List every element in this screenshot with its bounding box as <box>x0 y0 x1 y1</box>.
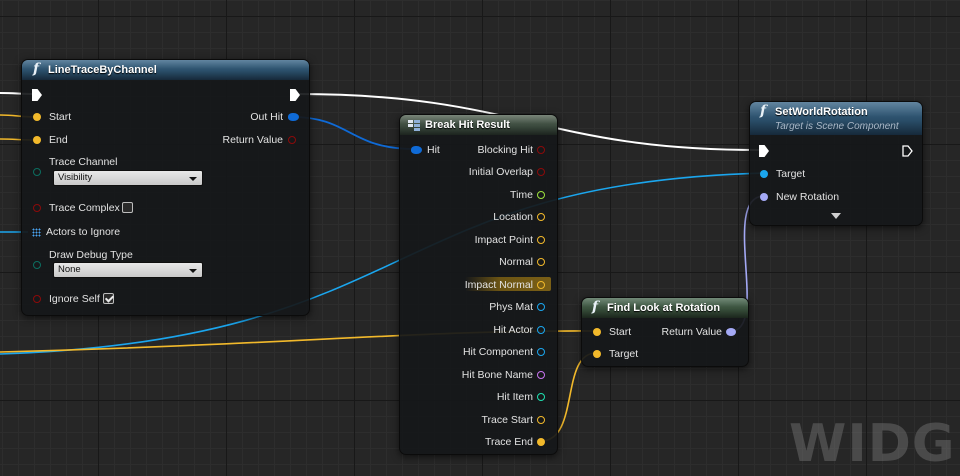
target-pin[interactable] <box>760 170 768 178</box>
normal-label: Normal <box>499 256 533 268</box>
ignore-self-checkbox[interactable] <box>103 293 114 304</box>
hit-item-label: Hit Item <box>496 391 533 403</box>
trace-complex-checkbox[interactable] <box>122 202 133 213</box>
node-subtitle: Target is Scene Component <box>775 121 899 132</box>
trace-start-label: Trace Start <box>481 414 533 426</box>
trace-complex-pin[interactable] <box>33 204 41 212</box>
set-world-rotation-node[interactable]: f SetWorldRotation Target is Scene Compo… <box>749 101 923 226</box>
impact-normal-highlight <box>465 277 551 291</box>
trace-complex-label: Trace Complex <box>49 202 120 214</box>
exec-in-pin[interactable] <box>32 89 42 101</box>
normal-pin[interactable] <box>537 258 545 266</box>
initial-overlap-pin[interactable] <box>537 168 545 176</box>
dropdown-arrow-icon <box>189 177 197 181</box>
impact-point-pin[interactable] <box>537 236 545 244</box>
target-pin[interactable] <box>593 350 601 358</box>
return-value-label: Return Value <box>661 326 722 338</box>
target-label: Target <box>609 348 639 360</box>
trace-end-label: Trace End <box>484 436 533 448</box>
ignore-self-pin[interactable] <box>33 295 41 303</box>
function-icon: f <box>760 103 767 119</box>
time-pin[interactable] <box>537 191 545 199</box>
phys-mat-label: Phys Mat <box>489 301 533 313</box>
phys-mat-pin[interactable] <box>537 303 545 311</box>
hit-actor-label: Hit Actor <box>493 324 533 336</box>
draw-debug-type-dropdown[interactable]: None <box>53 262 203 278</box>
impact-point-label: Impact Point <box>474 234 533 246</box>
return-value-label: Return Value <box>222 134 283 146</box>
initial-overlap-label: Initial Overlap <box>468 166 533 178</box>
array-pin-icon[interactable] <box>32 228 41 237</box>
location-pin[interactable] <box>537 213 545 221</box>
time-label: Time <box>510 189 533 201</box>
return-value-pin[interactable] <box>288 136 296 144</box>
end-label: End <box>49 134 68 146</box>
trace-channel-pin[interactable] <box>33 168 41 176</box>
exec-out-pin[interactable] <box>902 145 913 157</box>
location-label: Location <box>493 211 533 223</box>
break-hit-result-node[interactable]: Break Hit Result Hit Blocking Hit Initia… <box>399 114 558 455</box>
end-pin[interactable] <box>33 136 41 144</box>
hit-actor-pin[interactable] <box>537 326 545 334</box>
struct-wire-outhit <box>291 116 415 150</box>
expand-advanced-chevron-icon[interactable] <box>831 213 841 219</box>
hit-item-pin[interactable] <box>537 393 545 401</box>
out-hit-pin[interactable] <box>288 113 299 121</box>
new-rotation-label: New Rotation <box>776 191 840 203</box>
node-header <box>582 298 748 318</box>
draw-debug-type-value: None <box>58 264 81 275</box>
widget-watermark-text: WIDGE <box>789 414 960 474</box>
draw-debug-type-label: Draw Debug Type <box>49 249 133 261</box>
hit-component-label: Hit Component <box>462 346 533 358</box>
trace-channel-value: Visibility <box>58 172 93 183</box>
exec-out-pin[interactable] <box>290 89 300 101</box>
start-label: Start <box>609 326 632 338</box>
return-value-pin[interactable] <box>726 328 736 336</box>
node-title: SetWorldRotation <box>775 106 868 118</box>
function-icon: f <box>33 61 40 77</box>
node-header <box>750 102 922 135</box>
trace-start-pin[interactable] <box>537 416 545 424</box>
hit-label: Hit <box>427 144 440 156</box>
ignore-self-label: Ignore Self <box>49 293 100 305</box>
start-pin[interactable] <box>33 113 41 121</box>
node-title: LineTraceByChannel <box>48 64 157 76</box>
hit-bone-name-pin[interactable] <box>537 371 545 379</box>
node-title: Find Look at Rotation <box>607 302 721 314</box>
function-icon: f <box>592 299 599 315</box>
impact-normal-pin[interactable] <box>537 281 545 289</box>
draw-debug-type-pin[interactable] <box>33 261 41 269</box>
break-struct-icon <box>408 120 420 131</box>
blocking-hit-label: Blocking Hit <box>477 144 533 156</box>
dropdown-arrow-icon <box>189 269 197 273</box>
start-pin[interactable] <box>593 328 601 336</box>
node-header <box>400 115 557 135</box>
hit-component-pin[interactable] <box>537 348 545 356</box>
trace-channel-label: Trace Channel <box>49 156 118 168</box>
node-header <box>22 60 309 80</box>
blocking-hit-pin[interactable] <box>537 146 545 154</box>
find-look-at-rotation-node[interactable]: f Find Look at Rotation Start Target Ret… <box>581 297 749 367</box>
start-label: Start <box>49 111 72 123</box>
hit-pin[interactable] <box>411 146 422 154</box>
new-rotation-pin[interactable] <box>760 193 768 201</box>
impact-normal-label: Impact Normal <box>464 279 533 291</box>
trace-channel-dropdown[interactable]: Visibility <box>53 170 203 186</box>
trace-end-pin[interactable] <box>537 438 545 446</box>
exec-in-pin[interactable] <box>759 145 769 157</box>
line-trace-by-channel-node[interactable]: f LineTraceByChannel Start End Trace Cha… <box>21 59 310 316</box>
node-title: Break Hit Result <box>425 119 510 131</box>
target-label: Target <box>776 168 806 180</box>
actors-to-ignore-label: Actors to Ignore <box>46 226 121 238</box>
out-hit-label: Out Hit <box>250 111 283 123</box>
hit-bone-name-label: Hit Bone Name <box>461 369 533 381</box>
